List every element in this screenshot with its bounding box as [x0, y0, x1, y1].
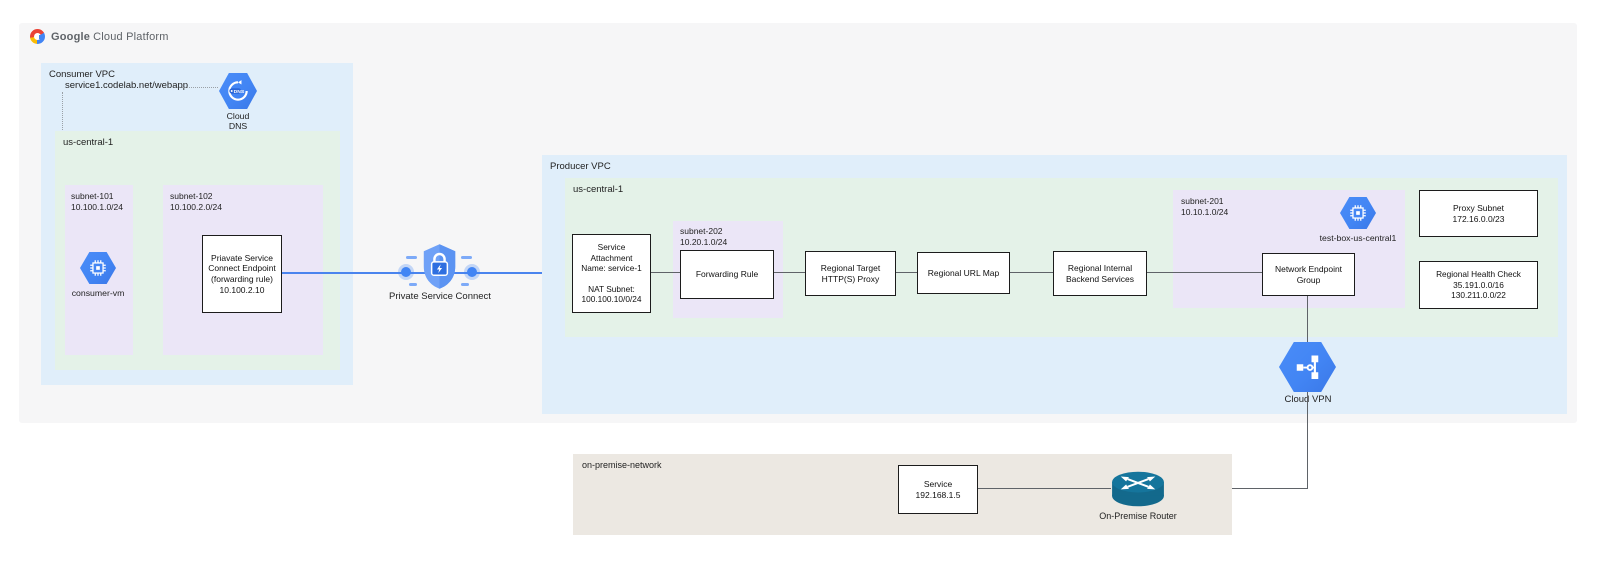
connector-forwarding-to-proxy: [774, 272, 805, 273]
on-premise-service-node: Service 192.168.1.5: [898, 465, 978, 514]
private-service-connect-icon: [421, 243, 458, 295]
dns-glyph: DNS: [228, 80, 248, 101]
psc-dash: [409, 283, 417, 286]
service-attachment-node: Service Attachment Name: service-1 NAT S…: [572, 234, 651, 313]
on-premise-router-icon: [1110, 470, 1166, 513]
connector-router-to-vpn: [1162, 488, 1308, 489]
psc-dot-right: [467, 267, 477, 277]
vm-glyph: [90, 260, 106, 276]
google-cloud-logo-icon: [30, 29, 45, 44]
test-box-label: test-box-us-central1: [1319, 233, 1397, 243]
psc-dash: [461, 283, 469, 286]
on-premise-label: on-premise-network: [582, 460, 662, 470]
consumer-vpc-label: Consumer VPC: [49, 69, 115, 80]
shield-lock-glyph: [423, 244, 456, 289]
connector-dns-record-to-dns: [182, 87, 218, 88]
router-glyph: [1112, 471, 1164, 507]
connector-neg-to-vpn: [1307, 296, 1308, 342]
dns-record-text: service1.codelab.net/webapp: [65, 80, 189, 91]
subnet-201-label: subnet-201 10.10.1.0/24: [1181, 196, 1229, 217]
proxy-subnet-node: Proxy Subnet 172.16.0.0/23: [1419, 190, 1538, 237]
psc-endpoint-node: Priavate Service Connect Endpoint (forwa…: [202, 235, 282, 313]
subnet-101-label: subnet-101 10.100.1.0/24: [71, 191, 123, 212]
network-endpoint-group-node: Network Endpoint Group: [1262, 253, 1355, 296]
connector-vpn-down: [1307, 392, 1308, 488]
psc-dash: [406, 256, 417, 259]
vm-glyph: [1350, 205, 1366, 221]
subnet-102-label: subnet-102 10.100.2.0/24: [170, 191, 222, 212]
regional-url-map-node: Regional URL Map: [917, 252, 1010, 294]
connector-attachment-to-forwarding: [651, 272, 680, 273]
producer-region-label: us-central-1: [573, 184, 624, 195]
psc-dot-left: [401, 267, 411, 277]
gcp-brand: Google: [51, 30, 91, 43]
consumer-vm-label: consumer-vm: [71, 288, 125, 298]
connector-service-to-router: [978, 488, 1111, 489]
producer-vpc-label: Producer VPC: [550, 161, 611, 172]
regional-health-check-node: Regional Health Check 35.191.0.0/16 130.…: [1419, 261, 1538, 309]
consumer-region-label: us-central-1: [63, 137, 114, 148]
psc-label: Private Service Connect: [389, 291, 491, 302]
forwarding-rule-node: Forwarding Rule: [680, 250, 774, 299]
psc-dash: [461, 256, 472, 259]
regional-backend-services-node: Regional Internal Backend Services: [1053, 251, 1147, 296]
on-premise-router-label: On-Premise Router: [1099, 511, 1177, 521]
connector-proxy-to-urlmap: [896, 272, 917, 273]
connector-backend-to-neg: [1147, 272, 1262, 273]
svg-text:DNS: DNS: [234, 89, 245, 95]
connector-urlmap-to-backend: [1010, 272, 1053, 273]
regional-target-proxy-node: Regional Target HTTP(S) Proxy: [805, 251, 896, 296]
cloud-dns-label: Cloud DNS: [226, 111, 250, 132]
gcp-product: Cloud Platform: [93, 30, 169, 43]
cloud-vpn-label: Cloud VPN: [1284, 394, 1332, 405]
vpn-glyph: [1296, 355, 1318, 379]
subnet-202-label: subnet-202 10.20.1.0/24: [680, 226, 728, 247]
